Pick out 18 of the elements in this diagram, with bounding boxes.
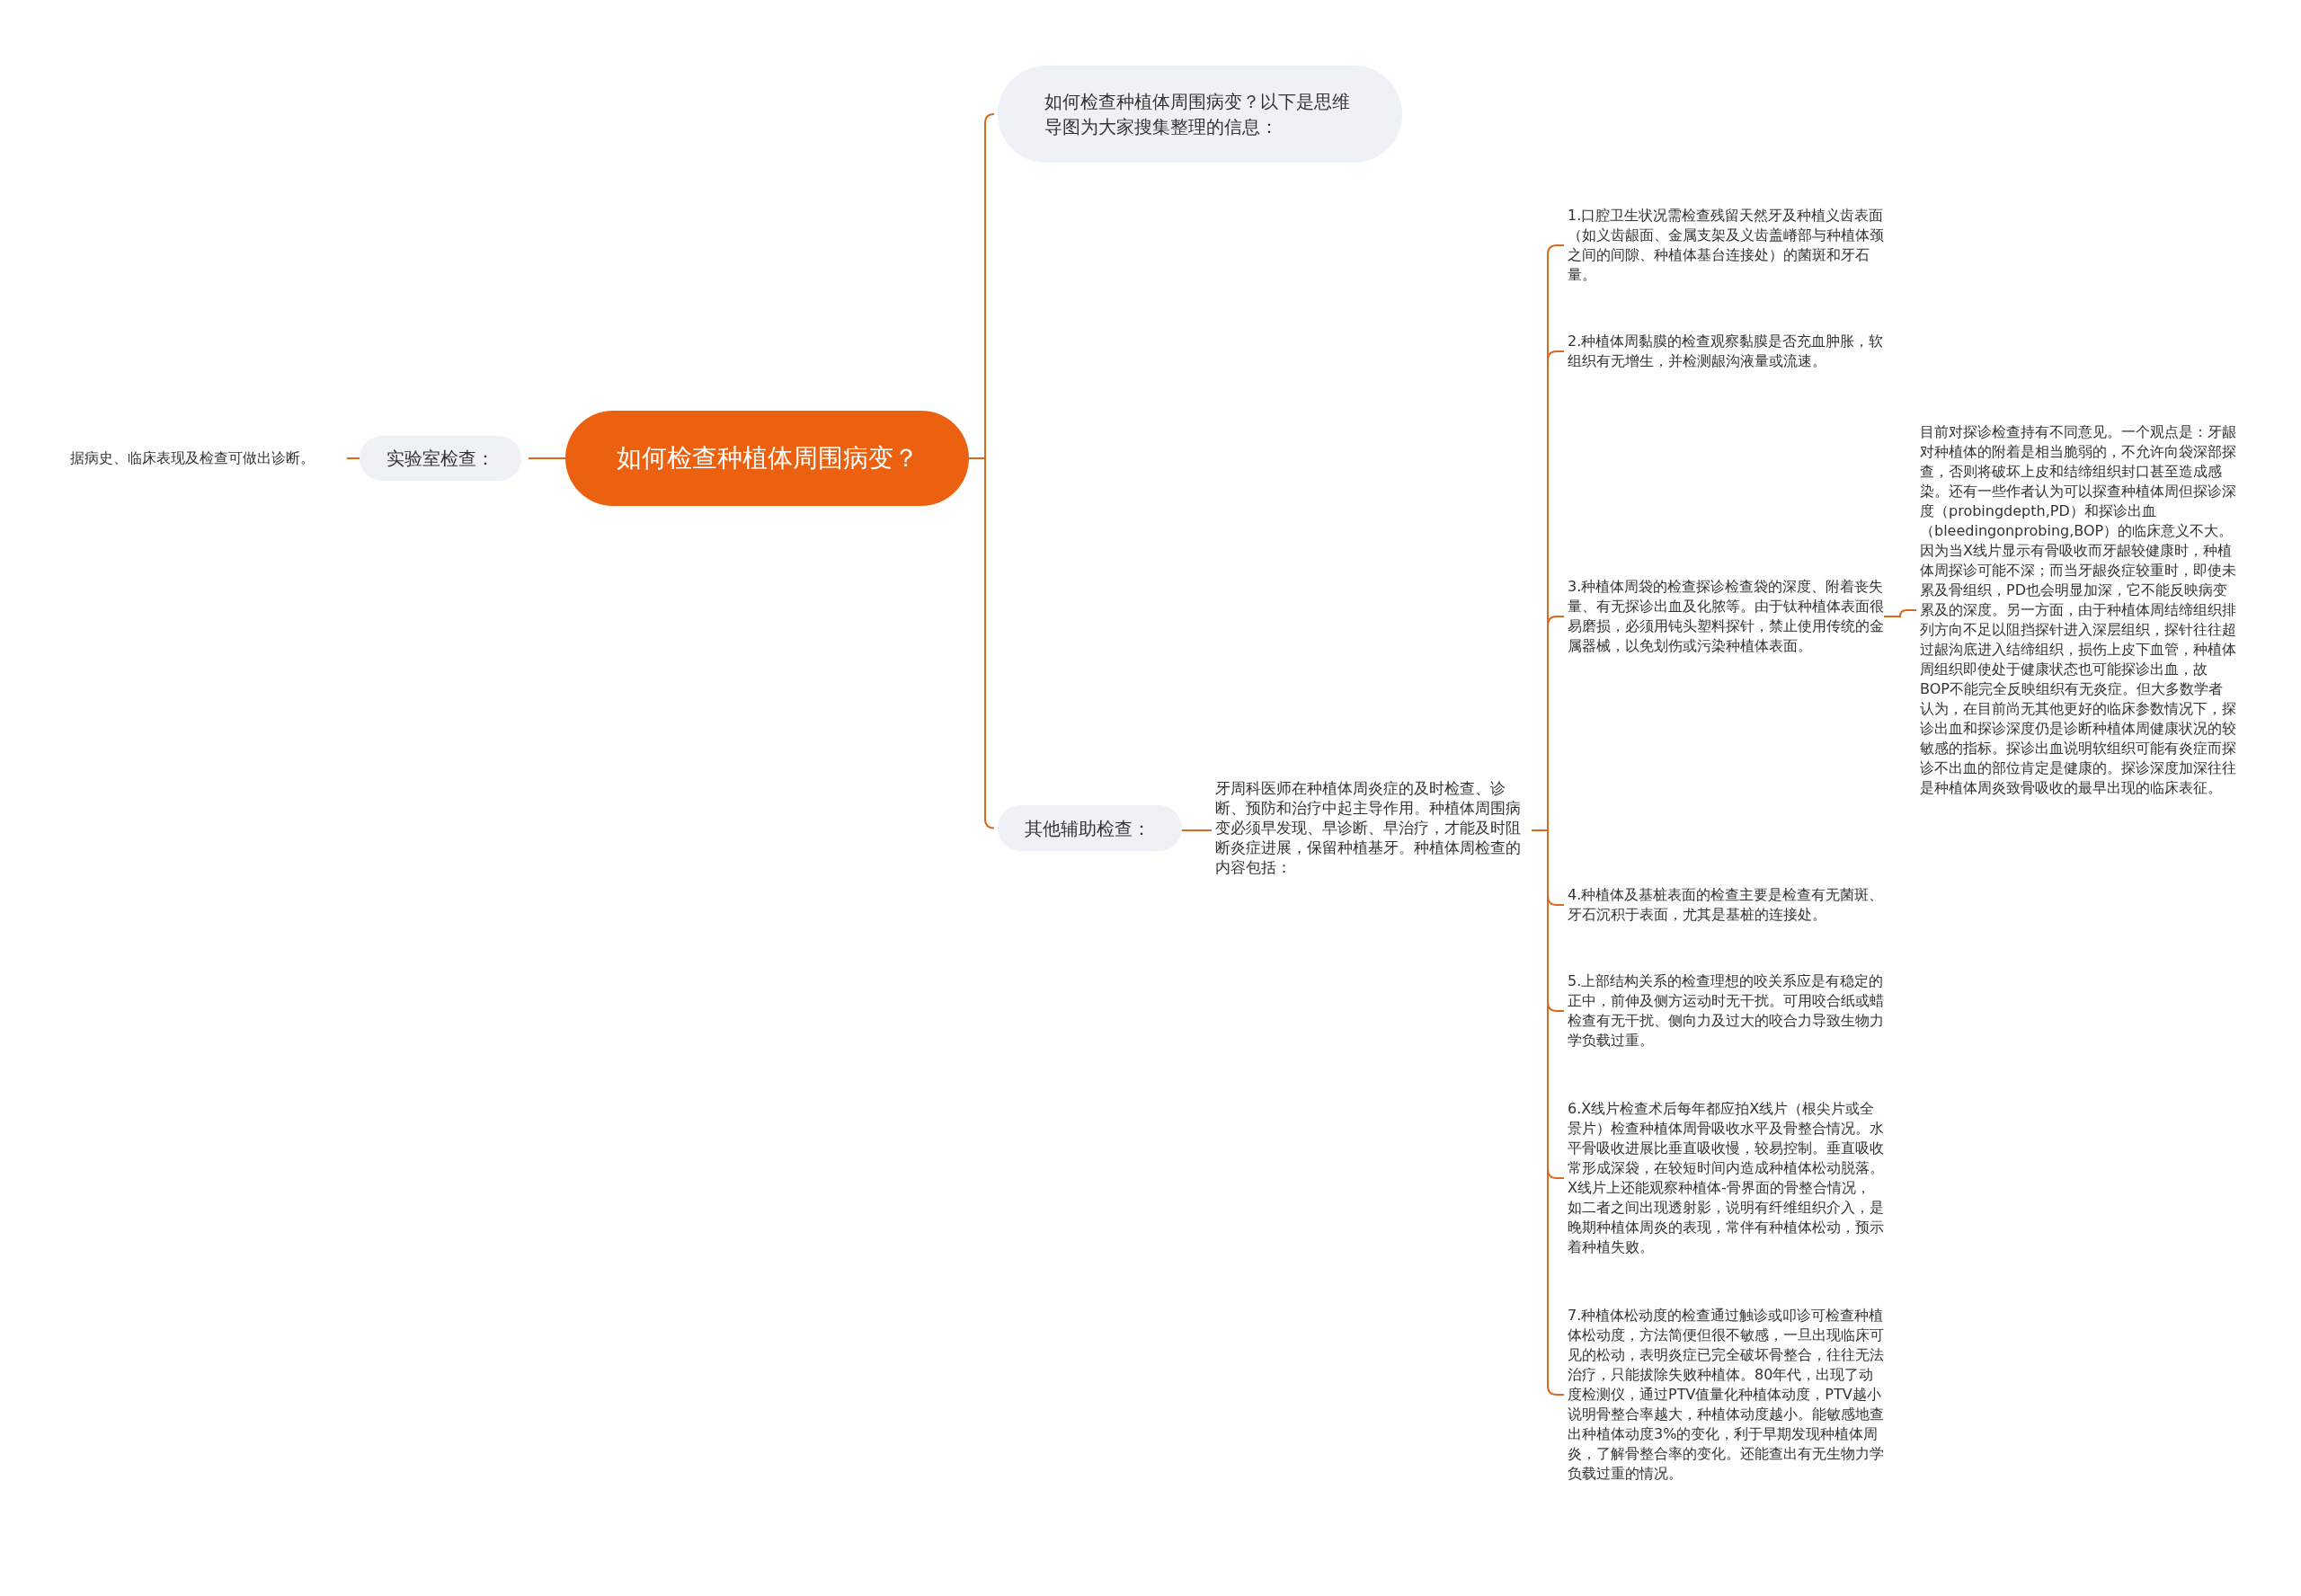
note-text: 7.种植体松动度的检查通过触诊或叩诊可检查种植体松动度，方法简便但很不敏感，一旦出现临床可见的松动，表明炎症已完全破坏骨整合，往往无法治疗，只能拔除失败种植体。80年代，出现了动度检测仪，通过PTV值量化种植体动度，PTV越小说明骨整合率越大，种植体动度越小。能敏感地查出种植体动度3%的变化，利于早期发现种植体周炎，了解骨整合率的变化。还能查出有无生物力学负载过重的情况。	[1568, 1306, 1884, 1484]
note-text: 6.X线片检查术后每年都应拍X线片（根尖片或全景片）检查种植体周骨吸收水平及骨整合情况。水平骨吸收进展比垂直吸收慢，较易控制。垂直吸收常形成深袋，在较短时间内造成种植体松动脱落。X线片上还能观察种植体-骨界面的骨整合情况，如二者之间出现透射影，说明有纤维组织介入，是晚期种植体周炎的表现，常伴有种植体松动，预示着种植失败。	[1568, 1099, 1884, 1257]
connector-line	[1883, 609, 1917, 617]
central-topic: 如何检查种植体周围病变？	[565, 411, 969, 506]
note-text: 2.种植体周黏膜的检查观察黏膜是否充血肿胀，软组织有无增生，并检测龈沟液量或流速。	[1568, 332, 1884, 371]
note-text: 据病史、临床表现及检查可做出诊断。	[70, 448, 340, 468]
topic-bubble: 其他辅助检查：	[998, 805, 1182, 851]
note-text: 3.种植体周袋的检查探诊检查袋的深度、附着丧失量、有无探诊出血及化脓等。由于钛种植体表面很易磨损，必须用钝头塑料探针，禁止使用传统的金属器械，以免划伤或污染种植体表面。	[1568, 577, 1884, 656]
connector-line	[346, 457, 360, 459]
topic-bubble: 实验室检查：	[360, 436, 521, 481]
connector-line	[1181, 829, 1213, 831]
note-text: 4.种植体及基桩表面的检查主要是检查有无菌斑、牙石沉积于表面，尤其是基桩的连接处。	[1568, 885, 1884, 925]
topic-bubble: 如何检查种植体周围病变？以下是思维导图为大家搜集整理的信息：	[998, 66, 1402, 163]
note-text: 目前对探诊检查持有不同意见。一个观点是：牙龈对种植体的附着是相当脆弱的，不允许向袋深部探查，否则将破坏上皮和结缔组织封口甚至造成感染。还有一些作者认为可以探查种植体周但探诊深度（probingdepth,PD）和探诊出血（bleedingonprobing,BOP）的临床意义不大。因为当X线片显示有骨吸收而牙龈较健康时，种植体周探诊可能不深；而当牙龈炎症较重时，即使未累及骨组织，PD也会明显加深，它不能反映病变累及的深度。另一方面，由于种植体周结缔组织排列方向不足以阻挡探针进入深层组织，探针往往超过龈沟底进入结缔组织，损伤上皮下血管，种植体周组织即使处于健康状态也可能探诊出血，故BOP不能完全反映组织有无炎症。但大多数学者认为，在目前尚无其他更好的临床参数情况下，探诊出血和探诊深度仍是诊断种植体周健康状况的较敏感的指标。探诊出血说明软组织可能有炎症而探诊不出血的部位肯定是健康的。探诊深度加深往往是种植体周炎致骨吸收的最早出现的临床表征。	[1920, 422, 2236, 798]
note-text: 1.口腔卫生状况需检查残留天然牙及种植义齿表面（如义齿龈面、金属支架及义齿盖嵴部与种植体颈之间的间隙、种植体基台连接处）的菌斑和牙石量。	[1568, 206, 1884, 285]
connector-line	[528, 457, 566, 459]
note-text: 5.上部结构关系的检查理想的咬关系应是有稳定的正中，前伸及侧方运动时无干扰。可用咬合纸或蜡检查有无干扰、侧向力及过大的咬合力导致生物力学负载过重。	[1568, 971, 1884, 1051]
note-text: 牙周科医师在种植体周炎症的及时检查、诊断、预防和治疗中起主导作用。种植体周围病变必须早发现、早诊断、早治疗，才能及时阻断炎症进展，保留种植基牙。种植体周检查的内容包括：	[1215, 778, 1532, 882]
